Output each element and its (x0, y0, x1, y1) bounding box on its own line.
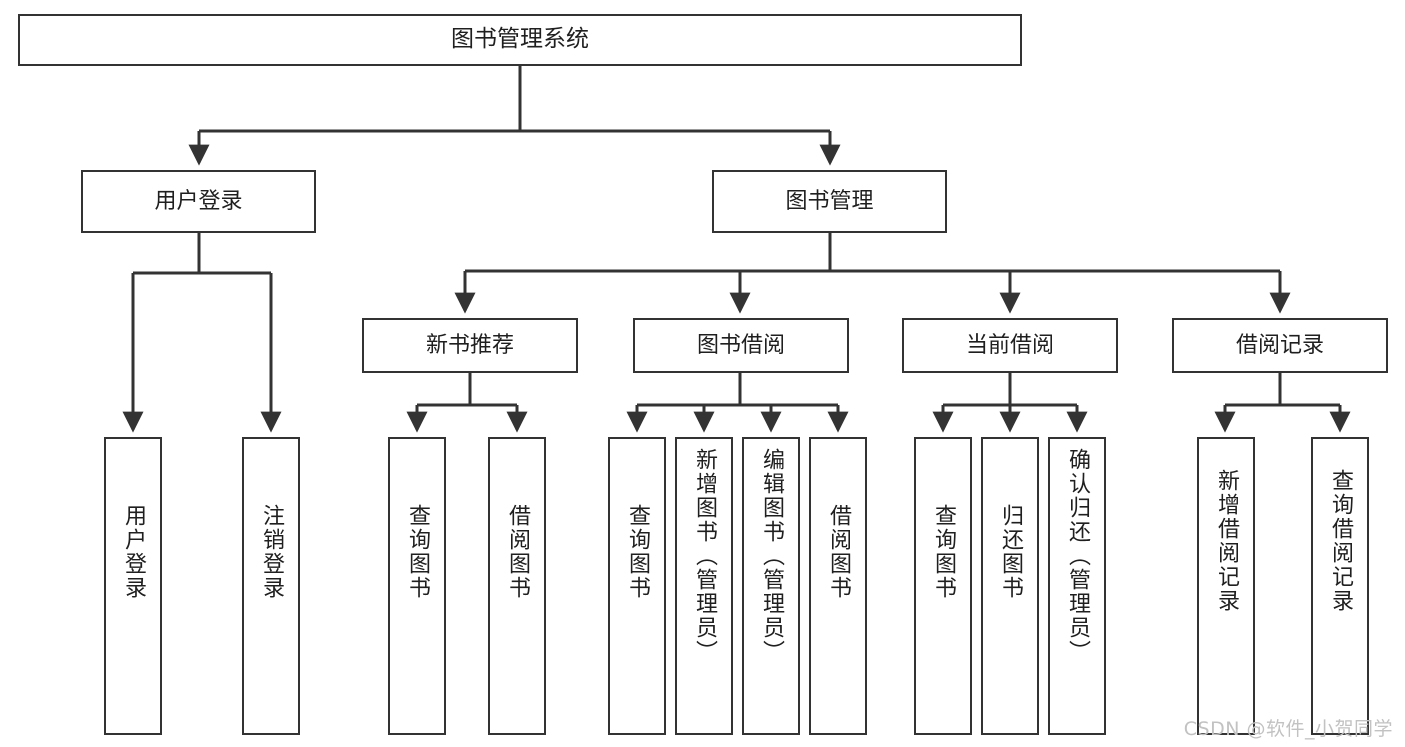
node-leaf-return-book-label: 归还图书 (998, 504, 1023, 600)
node-leaf-borrow-book-2[interactable]: 借阅图书 (809, 437, 867, 735)
node-leaf-borrow-book-2-label: 借阅图书 (826, 504, 851, 600)
node-root-book-management-system[interactable]: 图书管理系统 (18, 14, 1022, 66)
node-current-borrow[interactable]: 当前借阅 (902, 318, 1118, 373)
node-leaf-confirm-return[interactable]: 确认归还（管理员） (1048, 437, 1106, 735)
node-leaf-add-book-label: 新增图书（管理员） (692, 448, 717, 664)
node-leaf-query-book-3[interactable]: 查询图书 (914, 437, 972, 735)
node-leaf-logout-login[interactable]: 注销登录 (242, 437, 300, 735)
node-leaf-logout-login-label: 注销登录 (259, 504, 284, 600)
node-user-login-label: 用户登录 (154, 188, 243, 214)
node-borrow-record-label: 借阅记录 (1235, 332, 1324, 358)
node-leaf-user-login[interactable]: 用户登录 (104, 437, 162, 735)
node-leaf-borrow-book-1-label: 借阅图书 (505, 504, 530, 600)
node-root-label: 图书管理系统 (451, 26, 589, 53)
csdn-watermark: CSDN @软件_小贺同学 (1183, 718, 1393, 740)
node-book-borrow[interactable]: 图书借阅 (633, 318, 849, 373)
node-leaf-return-book[interactable]: 归还图书 (981, 437, 1039, 735)
node-leaf-query-record-label: 查询借阅记录 (1328, 469, 1353, 613)
node-leaf-query-book-3-label: 查询图书 (931, 504, 956, 600)
node-new-book-recommend[interactable]: 新书推荐 (362, 318, 578, 373)
node-new-book-recommend-label: 新书推荐 (425, 332, 514, 358)
node-leaf-query-book-1[interactable]: 查询图书 (388, 437, 446, 735)
node-leaf-add-record-label: 新增借阅记录 (1214, 469, 1239, 613)
node-leaf-query-book-2[interactable]: 查询图书 (608, 437, 666, 735)
node-leaf-borrow-book-1[interactable]: 借阅图书 (488, 437, 546, 735)
node-leaf-query-record[interactable]: 查询借阅记录 (1311, 437, 1369, 735)
node-leaf-query-book-2-label: 查询图书 (625, 504, 650, 600)
node-leaf-query-book-1-label: 查询图书 (405, 504, 430, 600)
node-book-management-label: 图书管理 (785, 188, 874, 214)
node-user-login[interactable]: 用户登录 (81, 170, 316, 233)
node-leaf-add-book[interactable]: 新增图书（管理员） (675, 437, 733, 735)
node-book-borrow-label: 图书借阅 (696, 332, 785, 358)
node-leaf-confirm-return-label: 确认归还（管理员） (1065, 448, 1090, 664)
node-book-management[interactable]: 图书管理 (712, 170, 947, 233)
node-leaf-edit-book-label: 编辑图书（管理员） (759, 448, 784, 664)
node-leaf-add-record[interactable]: 新增借阅记录 (1197, 437, 1255, 735)
node-current-borrow-label: 当前借阅 (965, 332, 1054, 358)
node-leaf-user-login-label: 用户登录 (121, 504, 146, 600)
node-borrow-record[interactable]: 借阅记录 (1172, 318, 1388, 373)
node-leaf-edit-book[interactable]: 编辑图书（管理员） (742, 437, 800, 735)
